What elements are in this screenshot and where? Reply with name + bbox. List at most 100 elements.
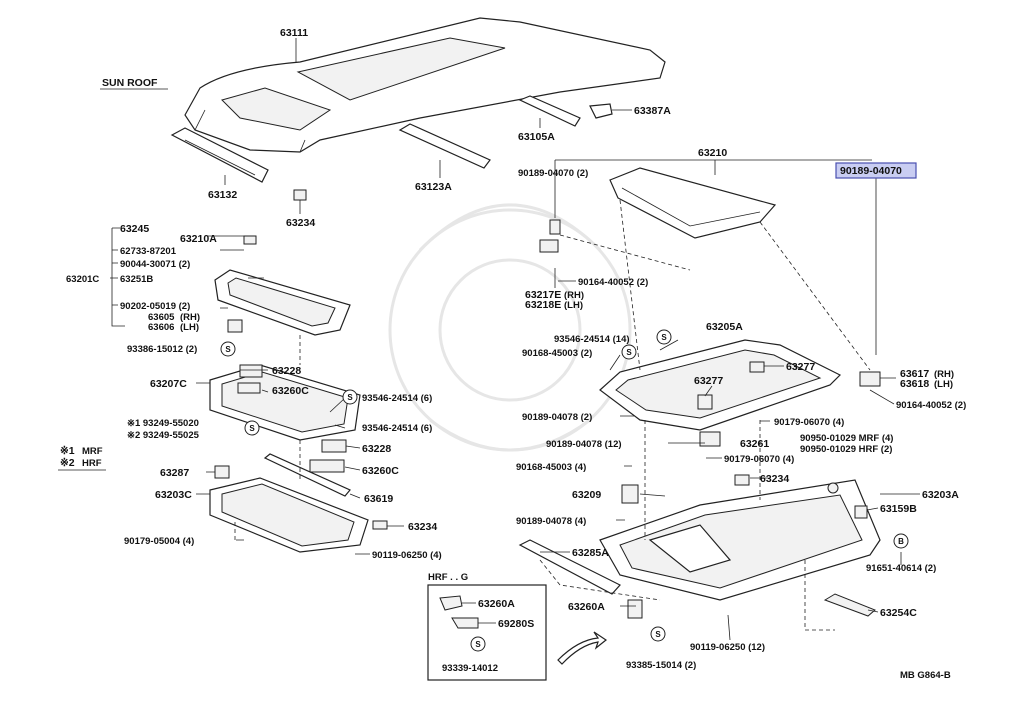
label-90189-04070-highlight: 90189-04070 <box>840 165 902 177</box>
symbol-s-3: S <box>244 420 260 436</box>
bracket-63260A <box>627 599 643 619</box>
bracket-63287 <box>214 465 230 479</box>
bracket-63261 <box>699 431 721 447</box>
label-90044-30071: 90044-30071 (2) <box>120 259 190 270</box>
symbol-s-6: S <box>650 626 666 642</box>
track-63285A <box>518 539 621 595</box>
bracket-63617 <box>859 371 881 387</box>
label-63618: 63618 <box>900 378 929 390</box>
label-90164-40052-right: 90164-40052 (2) <box>896 400 966 411</box>
bracket-63209 <box>621 484 639 504</box>
bracket-63277b <box>697 394 713 410</box>
label-63217E-rh: (RH) <box>564 290 584 301</box>
grommet-90950 <box>827 482 839 494</box>
label-63261: 63261 <box>740 438 769 450</box>
label-63159B: 63159B <box>880 503 917 515</box>
svg-text:B: B <box>898 537 904 546</box>
label-63111: 63111 <box>280 27 308 39</box>
glass-frame-63251B <box>214 269 351 336</box>
label-63254C: 63254C <box>880 607 917 619</box>
clip-63159B <box>854 505 868 519</box>
pad-63254C <box>823 593 876 617</box>
label-90179-06070-4b: 90179-06070 (4) <box>724 454 794 465</box>
bracket-63277a <box>749 361 765 373</box>
symbol-b-1: B <box>893 533 909 549</box>
front-rail-63132 <box>170 127 269 183</box>
bracket-63260C <box>237 382 261 394</box>
label-93546-24514-6a: 93546-24514 (6) <box>362 393 432 404</box>
roof-frame-63205A <box>599 339 842 431</box>
svg-text:S: S <box>475 640 481 649</box>
label-63234-top: 63234 <box>286 217 315 229</box>
label-69280S: 69280S <box>498 618 534 630</box>
rail-63105A <box>518 95 581 127</box>
label-63203A: 63203A <box>922 489 959 501</box>
label-63210A: 63210A <box>180 233 217 245</box>
sunroof-housing-63203A <box>599 479 881 601</box>
label-93249-55025: ※2 93249-55025 <box>127 430 200 441</box>
label-63218E-lh: (LH) <box>564 300 583 311</box>
label-63260A-inset: 63260A <box>478 598 515 610</box>
label-62733-87201: 62733-87201 <box>120 246 177 257</box>
svg-text:S: S <box>661 333 667 342</box>
label-63605: 63605 <box>148 312 175 323</box>
symbol-s-1: S <box>220 341 236 357</box>
legend-mark-1: ※1 <box>60 445 75 457</box>
rail-63123A <box>398 123 491 169</box>
label-90950-01029-hrf: 90950-01029 HRF (2) <box>800 444 892 455</box>
label-63387A: 63387A <box>634 105 671 117</box>
bracket-63260C-b <box>309 459 345 473</box>
legend-mark-2: ※2 <box>60 457 75 469</box>
label-63203C: 63203C <box>155 489 192 501</box>
label-63105A: 63105A <box>518 131 555 143</box>
label-63277-a: 63277 <box>786 361 815 373</box>
label-63209: 63209 <box>572 489 601 501</box>
label-63228-a: 63228 <box>272 365 301 377</box>
symbol-s-7: S <box>470 636 486 652</box>
label-63234-left: 63234 <box>408 521 437 533</box>
label-63260A-main: 63260A <box>568 601 605 613</box>
clip-90189-04070 <box>549 219 561 235</box>
label-90202-05019: 90202-05019 (2) <box>120 301 190 312</box>
label-63619: 63619 <box>364 493 393 505</box>
svg-text:S: S <box>225 345 231 354</box>
bracket-63605 <box>227 319 243 333</box>
symbol-s-4: S <box>656 329 672 345</box>
label-90168-45003-4: 90168-45003 (4) <box>516 462 586 473</box>
label-90189-04070-2: 90189-04070 (2) <box>518 168 588 179</box>
label-63218E: 63218E <box>525 299 561 311</box>
watermark-emblem <box>388 203 632 452</box>
label-90119-06250-4: 90119-06250 (4) <box>372 550 442 561</box>
symbol-s-2: S <box>342 389 358 405</box>
svg-text:S: S <box>347 393 353 402</box>
label-63606: 63606 <box>148 322 174 333</box>
pad-63234-right <box>734 474 750 486</box>
label-63260C-b: 63260C <box>362 465 399 477</box>
label-90179-05004: 90179-05004 (4) <box>124 536 194 547</box>
legend-mark-2-text: HRF <box>82 458 102 469</box>
label-63205A: 63205A <box>706 321 743 333</box>
label-63260C-a: 63260C <box>272 385 309 397</box>
pad-63234-top <box>293 189 307 201</box>
label-63217E: 63217E <box>525 289 561 301</box>
highlight-box <box>835 162 917 179</box>
roof-panel <box>184 17 666 153</box>
symbol-s-5: S <box>621 344 637 360</box>
svg-text:S: S <box>249 424 255 433</box>
svg-text:S: S <box>626 348 632 357</box>
label-63285A: 63285A <box>572 547 609 559</box>
inset-title: HRF . . G <box>428 572 468 583</box>
label-93249-55020: ※1 93249-55020 <box>127 418 199 429</box>
label-63245: 63245 <box>120 223 149 235</box>
label-63228-b: 63228 <box>362 443 391 455</box>
footer-code: MB G864-B <box>900 670 951 681</box>
bracket-63228-b <box>321 439 347 453</box>
label-63132: 63132 <box>208 189 237 201</box>
bracket-63228 <box>239 364 263 378</box>
label-63210: 63210 <box>698 147 727 159</box>
label-63277-b: 63277 <box>694 375 723 387</box>
label-93385-15014: 93385-15014 (2) <box>626 660 696 671</box>
label-90179-06070-4a: 90179-06070 (4) <box>774 417 844 428</box>
label-63606-lh: (LH) <box>180 322 199 333</box>
